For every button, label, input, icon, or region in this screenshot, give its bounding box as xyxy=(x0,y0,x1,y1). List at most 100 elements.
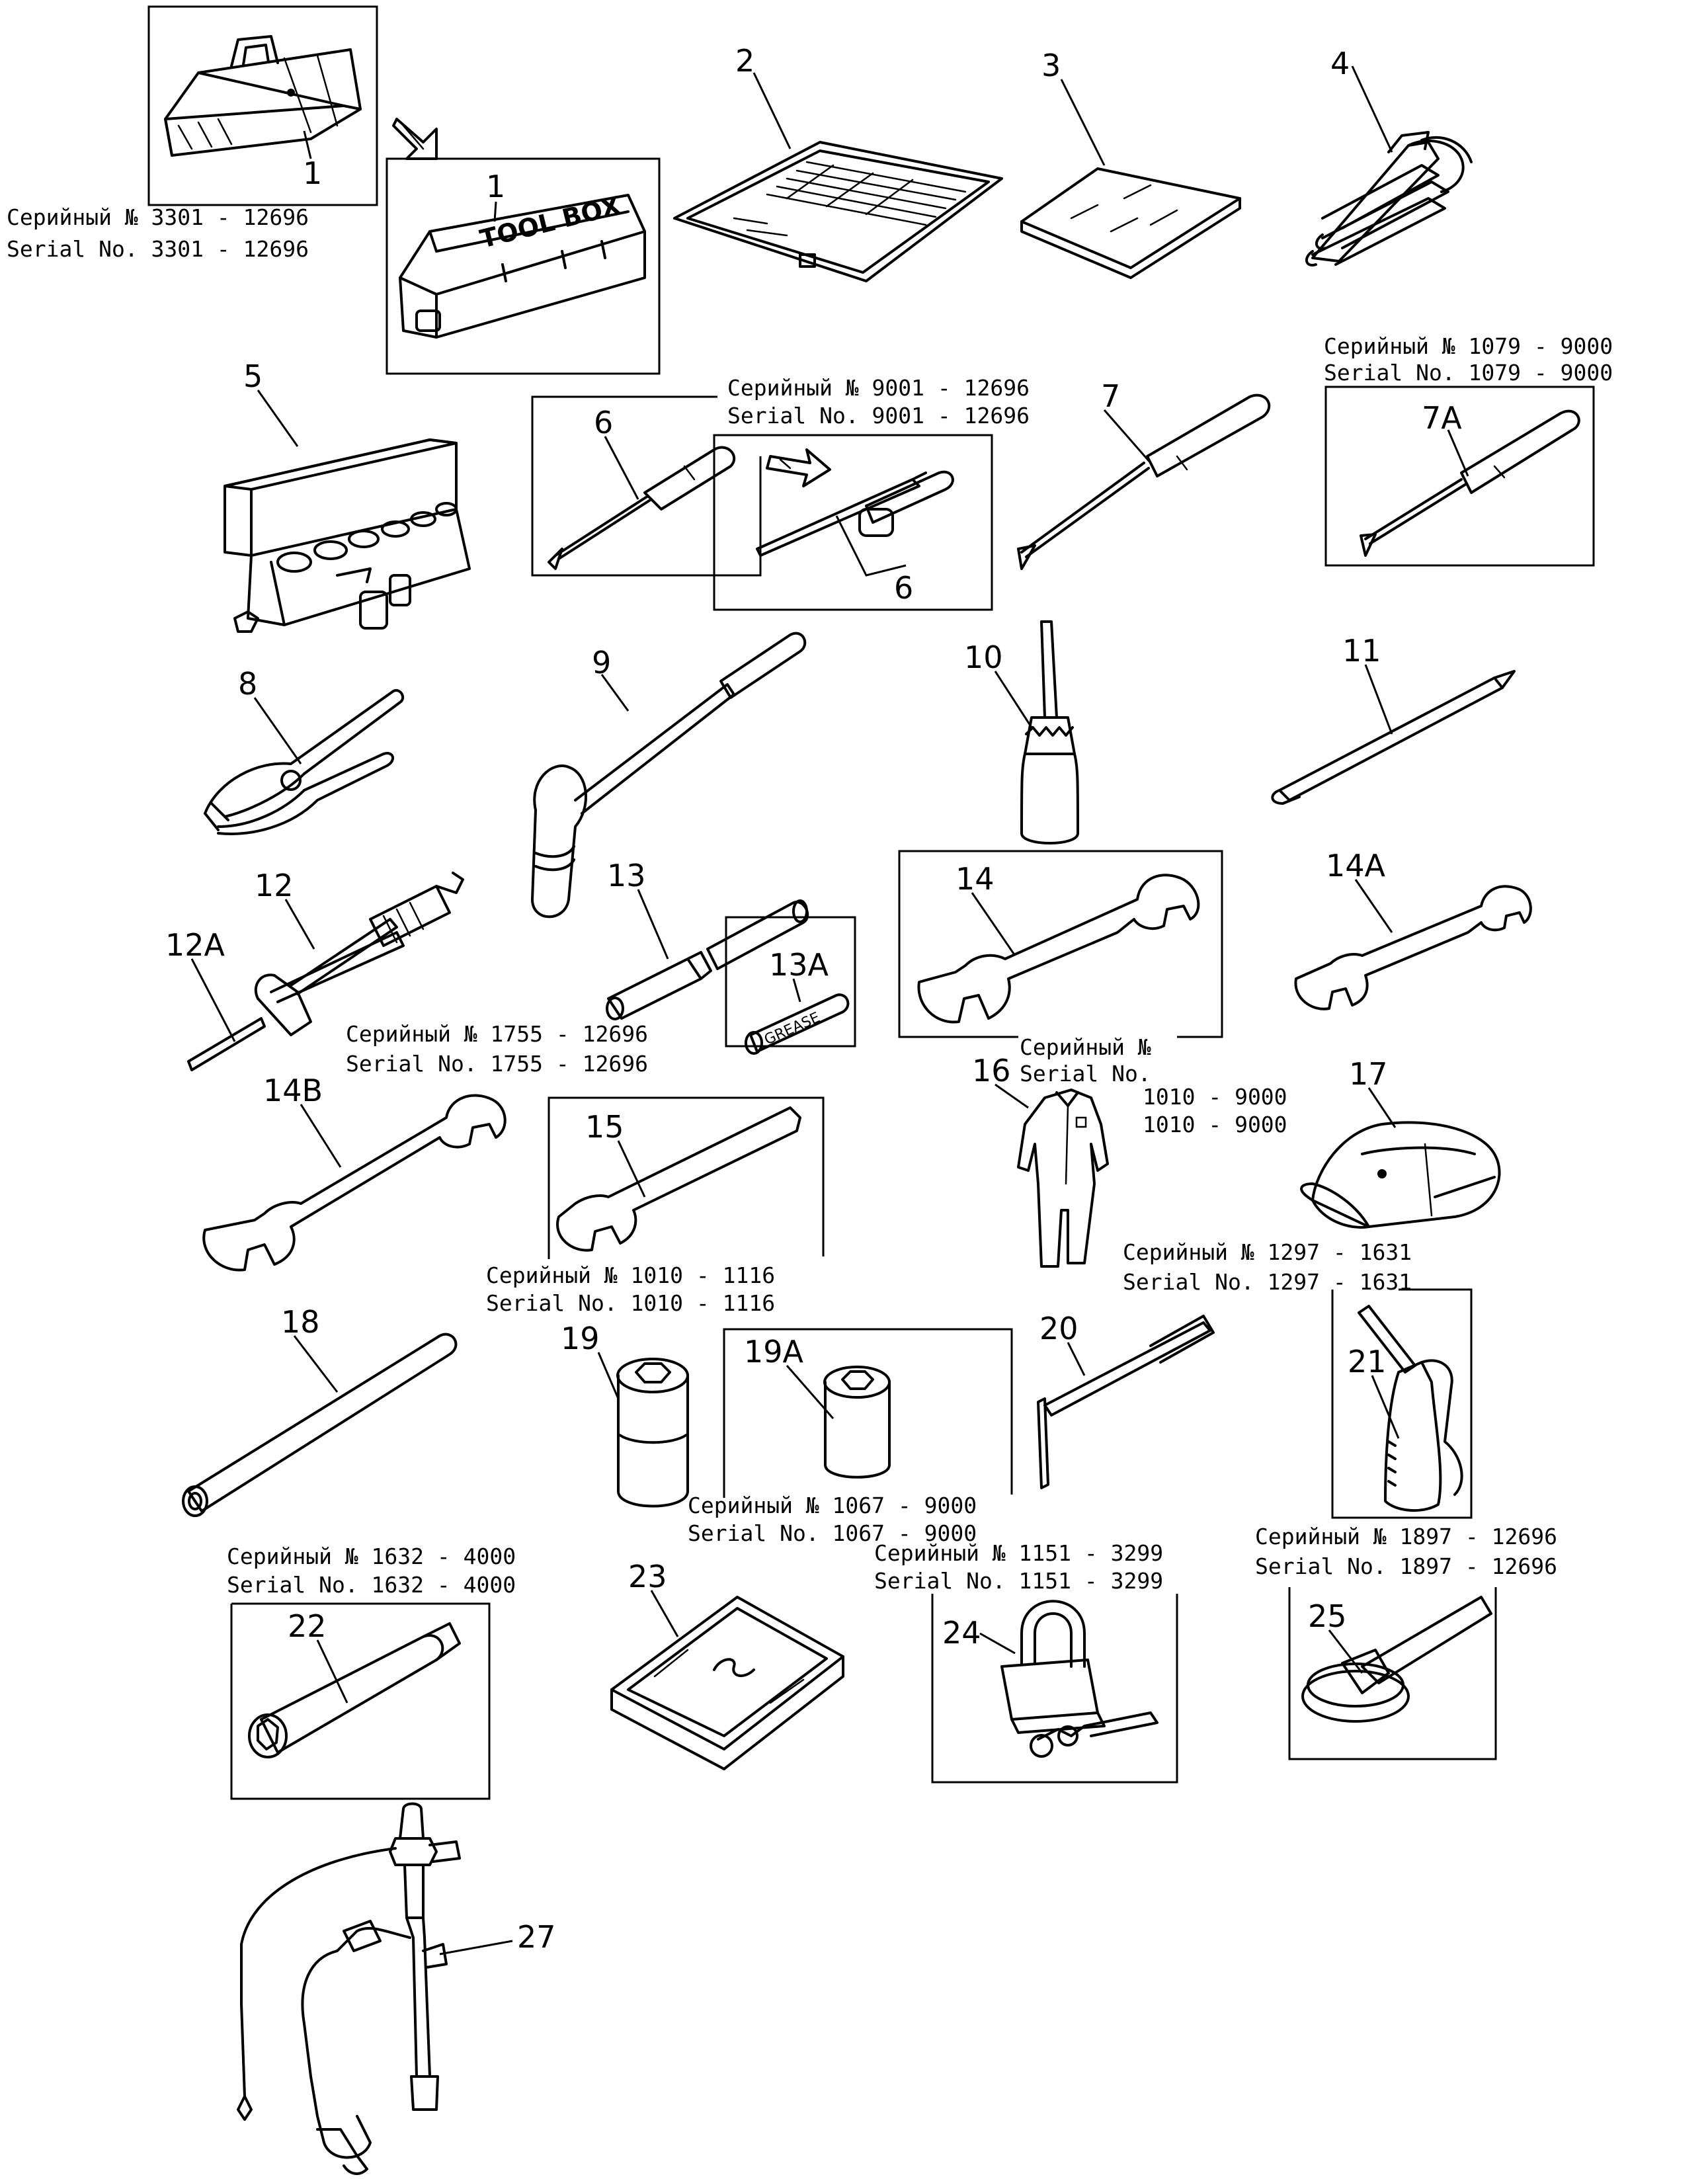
cap-icon xyxy=(1300,1121,1501,1229)
hammer-icon xyxy=(531,632,807,919)
frame-part-25 xyxy=(1288,1587,1497,1760)
serial-part-19a-ru: Серийный № 1067 - 9000 xyxy=(688,1493,977,1518)
open-end-wrench-icon xyxy=(202,1094,507,1272)
label-part-3: 3 xyxy=(1041,48,1061,83)
fuel-pump-icon xyxy=(237,1802,461,2175)
serial-part-1-en: Serial No. 3301 - 12696 xyxy=(7,236,309,262)
label-part-1: 1 xyxy=(303,155,322,191)
label-part-12a: 12A xyxy=(165,927,225,963)
label-part-12: 12 xyxy=(255,868,294,903)
label-part-5: 5 xyxy=(243,358,263,394)
label-part-24: 24 xyxy=(942,1615,981,1651)
label-part-2: 2 xyxy=(735,43,754,79)
serial-part-21-ru: Серийный № 1297 - 1631 xyxy=(1123,1239,1412,1265)
label-part-14a: 14A xyxy=(1326,848,1386,884)
frame-part-19a xyxy=(723,1328,1013,1498)
single-end-wrench-icon xyxy=(556,1106,801,1252)
label-part-23: 23 xyxy=(628,1559,667,1594)
t-handle-wrench-icon xyxy=(1037,1315,1215,1489)
screwdriver-set-icon xyxy=(756,470,954,557)
label-part-6b: 6 xyxy=(894,570,913,606)
pliers-icon xyxy=(204,689,405,835)
oil-can-icon xyxy=(1020,620,1079,844)
label-part-1b: 1 xyxy=(486,169,505,204)
serial-part-24-ru: Серийный № 1151 - 3299 xyxy=(874,1540,1163,1566)
serial-part-6-ru: Серийный № 9001 - 12696 xyxy=(727,375,1030,401)
label-part-7: 7 xyxy=(1101,378,1120,414)
serial-part-15-ru: Серийный № 1010 - 1116 xyxy=(486,1262,775,1288)
grease-nipple-adapter-icon xyxy=(606,899,809,1020)
label-part-22: 22 xyxy=(288,1608,327,1644)
padlock-icon xyxy=(1000,1600,1159,1758)
frame-part-6b xyxy=(713,434,993,611)
grease-tube-icon: GREASE xyxy=(745,993,850,1055)
label-part-21: 21 xyxy=(1348,1344,1387,1379)
label-part-9: 9 xyxy=(592,645,611,680)
pry-bar-icon xyxy=(1271,670,1516,805)
wrench-set-icon xyxy=(1305,131,1473,267)
frame-part-7a xyxy=(1324,386,1595,567)
frame-part-6a xyxy=(531,395,762,577)
label-part-14: 14 xyxy=(956,861,995,897)
label-part-8: 8 xyxy=(238,666,257,702)
serial-part-15-en: Serial No. 1010 - 1116 xyxy=(486,1290,775,1316)
label-part-11: 11 xyxy=(1342,633,1381,669)
label-part-6a: 6 xyxy=(594,405,613,440)
serial-part-14-ru: Серийный № xyxy=(1020,1034,1151,1060)
serial-part-6-en: Serial No. 9001 - 12696 xyxy=(727,403,1030,429)
label-part-15: 15 xyxy=(585,1109,624,1145)
open-end-wrench-icon xyxy=(917,874,1200,1024)
frame-part-15 xyxy=(548,1096,825,1259)
label-part-27: 27 xyxy=(517,1919,556,1955)
serial-part-24-en: Serial No. 1151 - 3299 xyxy=(874,1568,1163,1594)
label-part-7a: 7A xyxy=(1422,400,1462,436)
frame-part-22 xyxy=(230,1602,491,1800)
serial-part-22-ru: Серийный № 1632 - 4000 xyxy=(227,1543,516,1569)
frame-part-13a xyxy=(725,916,856,1048)
screwdriver-icon xyxy=(1017,393,1271,570)
label-part-20: 20 xyxy=(1039,1311,1078,1346)
socket-icon xyxy=(616,1358,689,1508)
tool-bag-icon xyxy=(164,35,362,157)
serial-part-14-range-2: 1010 - 9000 xyxy=(1143,1112,1287,1137)
serial-part-7a-ru: Серийный № 1079 - 9000 xyxy=(1324,333,1613,359)
label-part-19a: 19A xyxy=(744,1334,804,1370)
label-part-17: 17 xyxy=(1349,1056,1388,1092)
oil-jug-icon xyxy=(1358,1305,1463,1512)
serial-part-14-range-1: 1010 - 9000 xyxy=(1143,1084,1287,1110)
arrow-1 xyxy=(392,118,438,160)
extension-socket-icon xyxy=(248,1622,461,1758)
serial-part-13-en: Serial No. 1755 - 12696 xyxy=(346,1051,648,1077)
label-part-18: 18 xyxy=(281,1304,320,1340)
serial-part-14-en: Serial No. xyxy=(1020,1061,1151,1087)
label-part-14b: 14B xyxy=(263,1073,323,1108)
serial-part-7a-en: Serial No. 1079 - 9000 xyxy=(1324,360,1613,386)
socket-icon xyxy=(823,1366,891,1479)
screwdriver-icon xyxy=(548,446,736,570)
coveralls-icon xyxy=(1017,1089,1109,1268)
label-part-16: 16 xyxy=(972,1053,1011,1089)
parts-book-icon xyxy=(1020,167,1241,279)
label-part-25: 25 xyxy=(1308,1598,1347,1634)
socket-set-case-icon xyxy=(224,438,471,633)
frame-part-14 xyxy=(898,850,1223,1038)
frame-part-24 xyxy=(931,1594,1178,1784)
arrow-6 xyxy=(766,448,831,487)
bar-icon xyxy=(182,1333,458,1517)
frame-part-1b xyxy=(386,157,661,375)
serial-part-13-ru: Серийный № 1755 - 12696 xyxy=(346,1021,648,1047)
label-part-13a: 13A xyxy=(769,947,829,983)
serial-part-19a-en: Serial No. 1067 - 9000 xyxy=(688,1520,977,1546)
label-part-4: 4 xyxy=(1330,46,1350,81)
serial-part-25-ru: Серийный № 1897 - 12696 xyxy=(1255,1524,1557,1549)
grease-gun-icon xyxy=(187,872,464,1071)
operation-manual-icon xyxy=(673,141,1003,282)
serial-part-21-en: Serial No. 1297 - 1631 xyxy=(1123,1269,1412,1295)
frame-part-1 xyxy=(147,5,378,206)
screwdriver-icon xyxy=(1360,409,1580,557)
open-end-wrench-icon xyxy=(1294,885,1532,1010)
label-part-19: 19 xyxy=(561,1321,600,1356)
serial-part-22-en: Serial No. 1632 - 4000 xyxy=(227,1572,516,1598)
serial-part-1-ru: Серийный № 3301 - 12696 xyxy=(7,204,309,230)
